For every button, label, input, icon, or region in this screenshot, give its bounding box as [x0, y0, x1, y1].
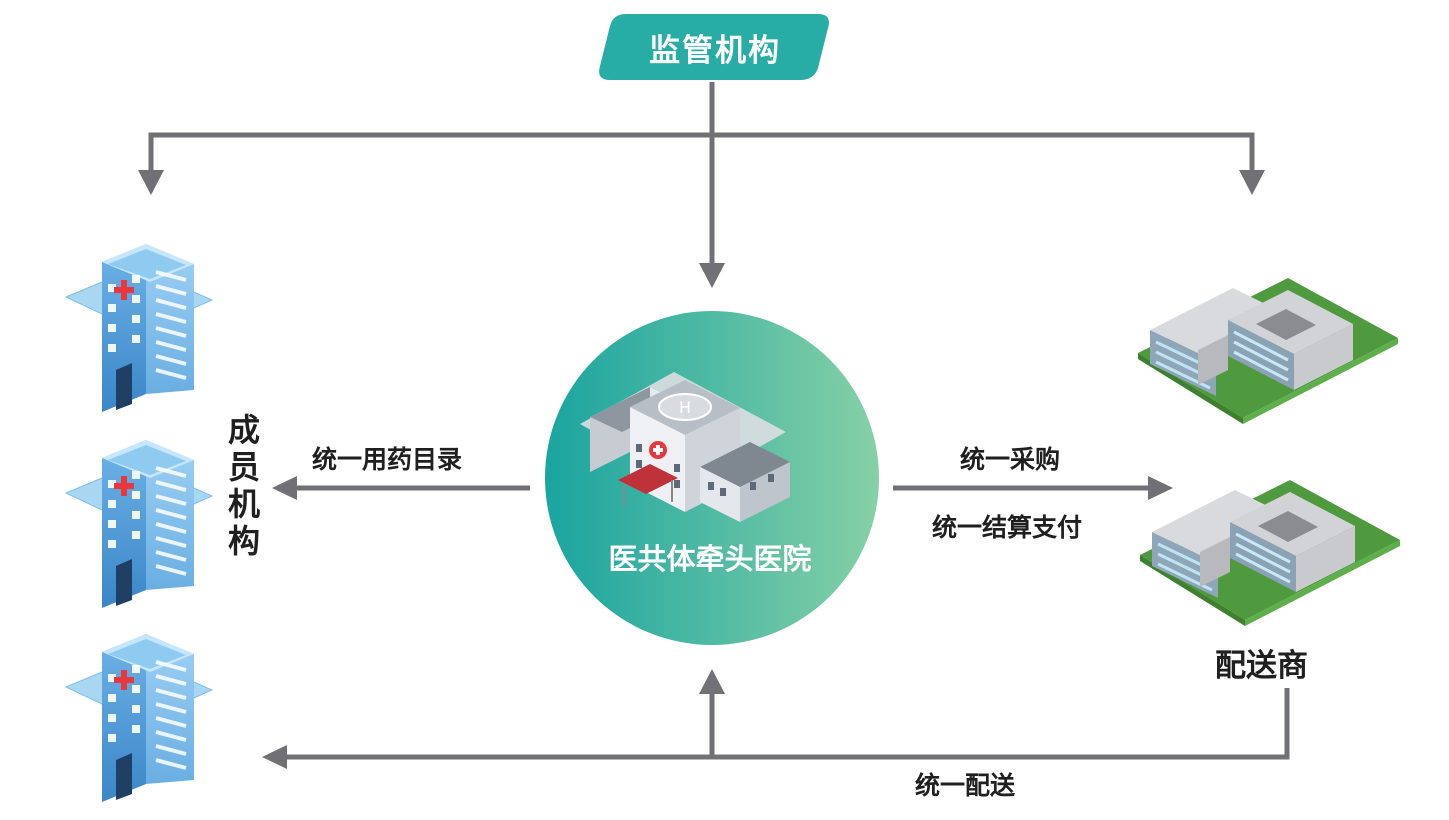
hospital-building-icon — [64, 438, 214, 610]
unified-purchase-label: 统一采购 — [960, 445, 1061, 474]
arrow-head-down-right — [1239, 170, 1265, 195]
hub-label: 医共体牵头医院 — [608, 542, 812, 576]
unified-catalog-label: 统一用药目录 — [312, 445, 463, 474]
arrow-head-right-purchase — [1148, 476, 1173, 500]
hospital-building-icon — [64, 632, 214, 804]
arrow-heads — [138, 170, 1265, 769]
warehouse-building-icon — [1138, 478, 1402, 628]
arrow-head-left-catalog — [272, 476, 297, 500]
arrow-head-down-left — [138, 170, 164, 195]
unified-settlement-label: 统一结算支付 — [932, 513, 1083, 542]
arrow-head-up-center — [699, 669, 725, 694]
hospital-building-icon — [64, 242, 214, 414]
member-institutions-label: 成员机构 — [227, 411, 260, 560]
arrow-head-left-delivery — [262, 745, 287, 769]
warehouse-building-icon — [1136, 276, 1400, 426]
supervisor-badge — [599, 14, 829, 80]
unified-delivery-label: 统一配送 — [915, 771, 1016, 800]
connector-lines — [148, 82, 1290, 760]
arrow-head-down-center — [699, 263, 725, 288]
supervisor-label: 监管机构 — [649, 32, 781, 69]
distributor-label: 配送商 — [1215, 648, 1308, 684]
